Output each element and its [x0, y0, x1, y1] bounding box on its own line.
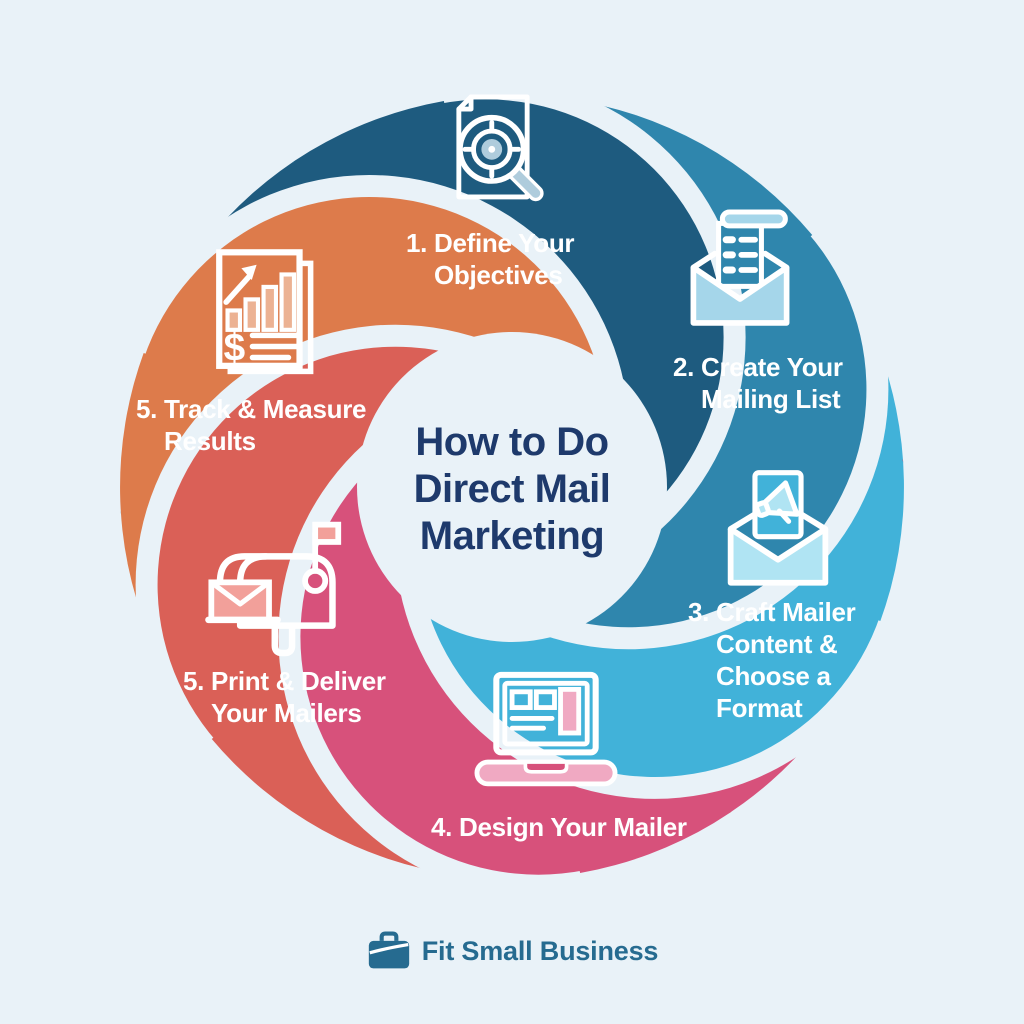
step-1-line-1: 1. Define Your [406, 228, 575, 258]
brand-footer: Fit Small Business [0, 929, 1024, 973]
briefcase-icon [368, 931, 409, 969]
layout-text-lines [509, 716, 555, 731]
brand-name: Fit Small Business [421, 935, 659, 966]
mailbox-body [236, 553, 336, 629]
layout-block-1 [509, 689, 533, 710]
bar-1 [225, 308, 243, 332]
report-chart-dollar-icon: $ [188, 244, 328, 388]
step-1-label: 1. Define Your Objectives [406, 227, 575, 291]
envelope-body-outline [727, 526, 829, 586]
envelope-body-outline [690, 265, 790, 326]
step-5-line-1: 5. Print & Deliver [183, 666, 386, 696]
envelope-body-fill [693, 267, 787, 323]
screen-inner [502, 680, 590, 747]
step-3-label: 3. Craft Mailer Content & Choose a Forma… [688, 596, 856, 724]
step-6-line-2: Results [164, 426, 256, 456]
page-title: How to Do Direct Mail Marketing [414, 419, 611, 560]
dollar-glyph: $ [224, 326, 246, 369]
step-3-line-1: 3. Craft Mailer [688, 597, 856, 627]
envelope-body-fill [730, 529, 826, 583]
megaphone [753, 480, 800, 524]
target-crosshair-ticks [462, 120, 522, 179]
title-line-1: How to Do [415, 420, 609, 464]
step-2-line-2: Mailing List [701, 384, 841, 414]
step-3-line-3: Choose a [716, 661, 831, 691]
mailbox-post [271, 625, 296, 657]
list-lines [738, 236, 758, 273]
document-outline [456, 94, 530, 200]
envelope-flaps [727, 512, 829, 532]
step-4-label: 4. Design Your Mailer [431, 811, 687, 843]
magnifier-handle [510, 167, 541, 198]
bar-3 [261, 284, 279, 332]
envelope-flaps [690, 250, 790, 271]
mailbox-icon [202, 516, 362, 666]
mailbox-flag [312, 521, 342, 545]
step-3-line-4: Format [716, 693, 803, 723]
list-bullets [722, 236, 736, 274]
title-line-3: Marketing [419, 514, 605, 558]
step-2-label: 2. Create Your Mailing List [673, 351, 843, 415]
envelope-fold [209, 580, 271, 607]
layout-sidebar-block [558, 686, 582, 736]
step-4-line-1: 4. Design Your Mailer [431, 812, 687, 842]
step-1-line-2: Objectives [434, 260, 563, 290]
envelope-megaphone-icon [713, 465, 843, 593]
layout-block-2 [533, 689, 557, 710]
bar-4 [279, 272, 297, 332]
laptop-wireframe-icon [467, 670, 625, 796]
step-5-line-2: Your Mailers [211, 698, 362, 728]
step-3-line-2: Content & [716, 629, 838, 659]
step-6-label: 5. Track & Measure Results [136, 393, 366, 457]
report-text-lines [249, 332, 303, 361]
envelope-mailing-list-icon [676, 207, 804, 333]
briefcase-seam [369, 943, 409, 955]
document-target-magnifier-icon [435, 92, 551, 214]
paper-scroll-curl [719, 209, 788, 229]
briefcase-handle [379, 931, 399, 941]
step-6-line-1: 5. Track & Measure [136, 394, 367, 424]
flag-knob [302, 567, 329, 594]
laptop-base-notch [523, 760, 569, 774]
title-line-2: Direct Mail [413, 467, 611, 511]
step-2-line-1: 2. Create Your [673, 352, 843, 382]
bar-2 [243, 297, 261, 332]
laptop-screen [493, 671, 599, 756]
target-dot [488, 145, 496, 153]
growth-arrow-shaft [223, 273, 253, 305]
step-5-label: 5. Print & Deliver Your Mailers [183, 665, 386, 729]
growth-arrow-head [241, 264, 257, 280]
